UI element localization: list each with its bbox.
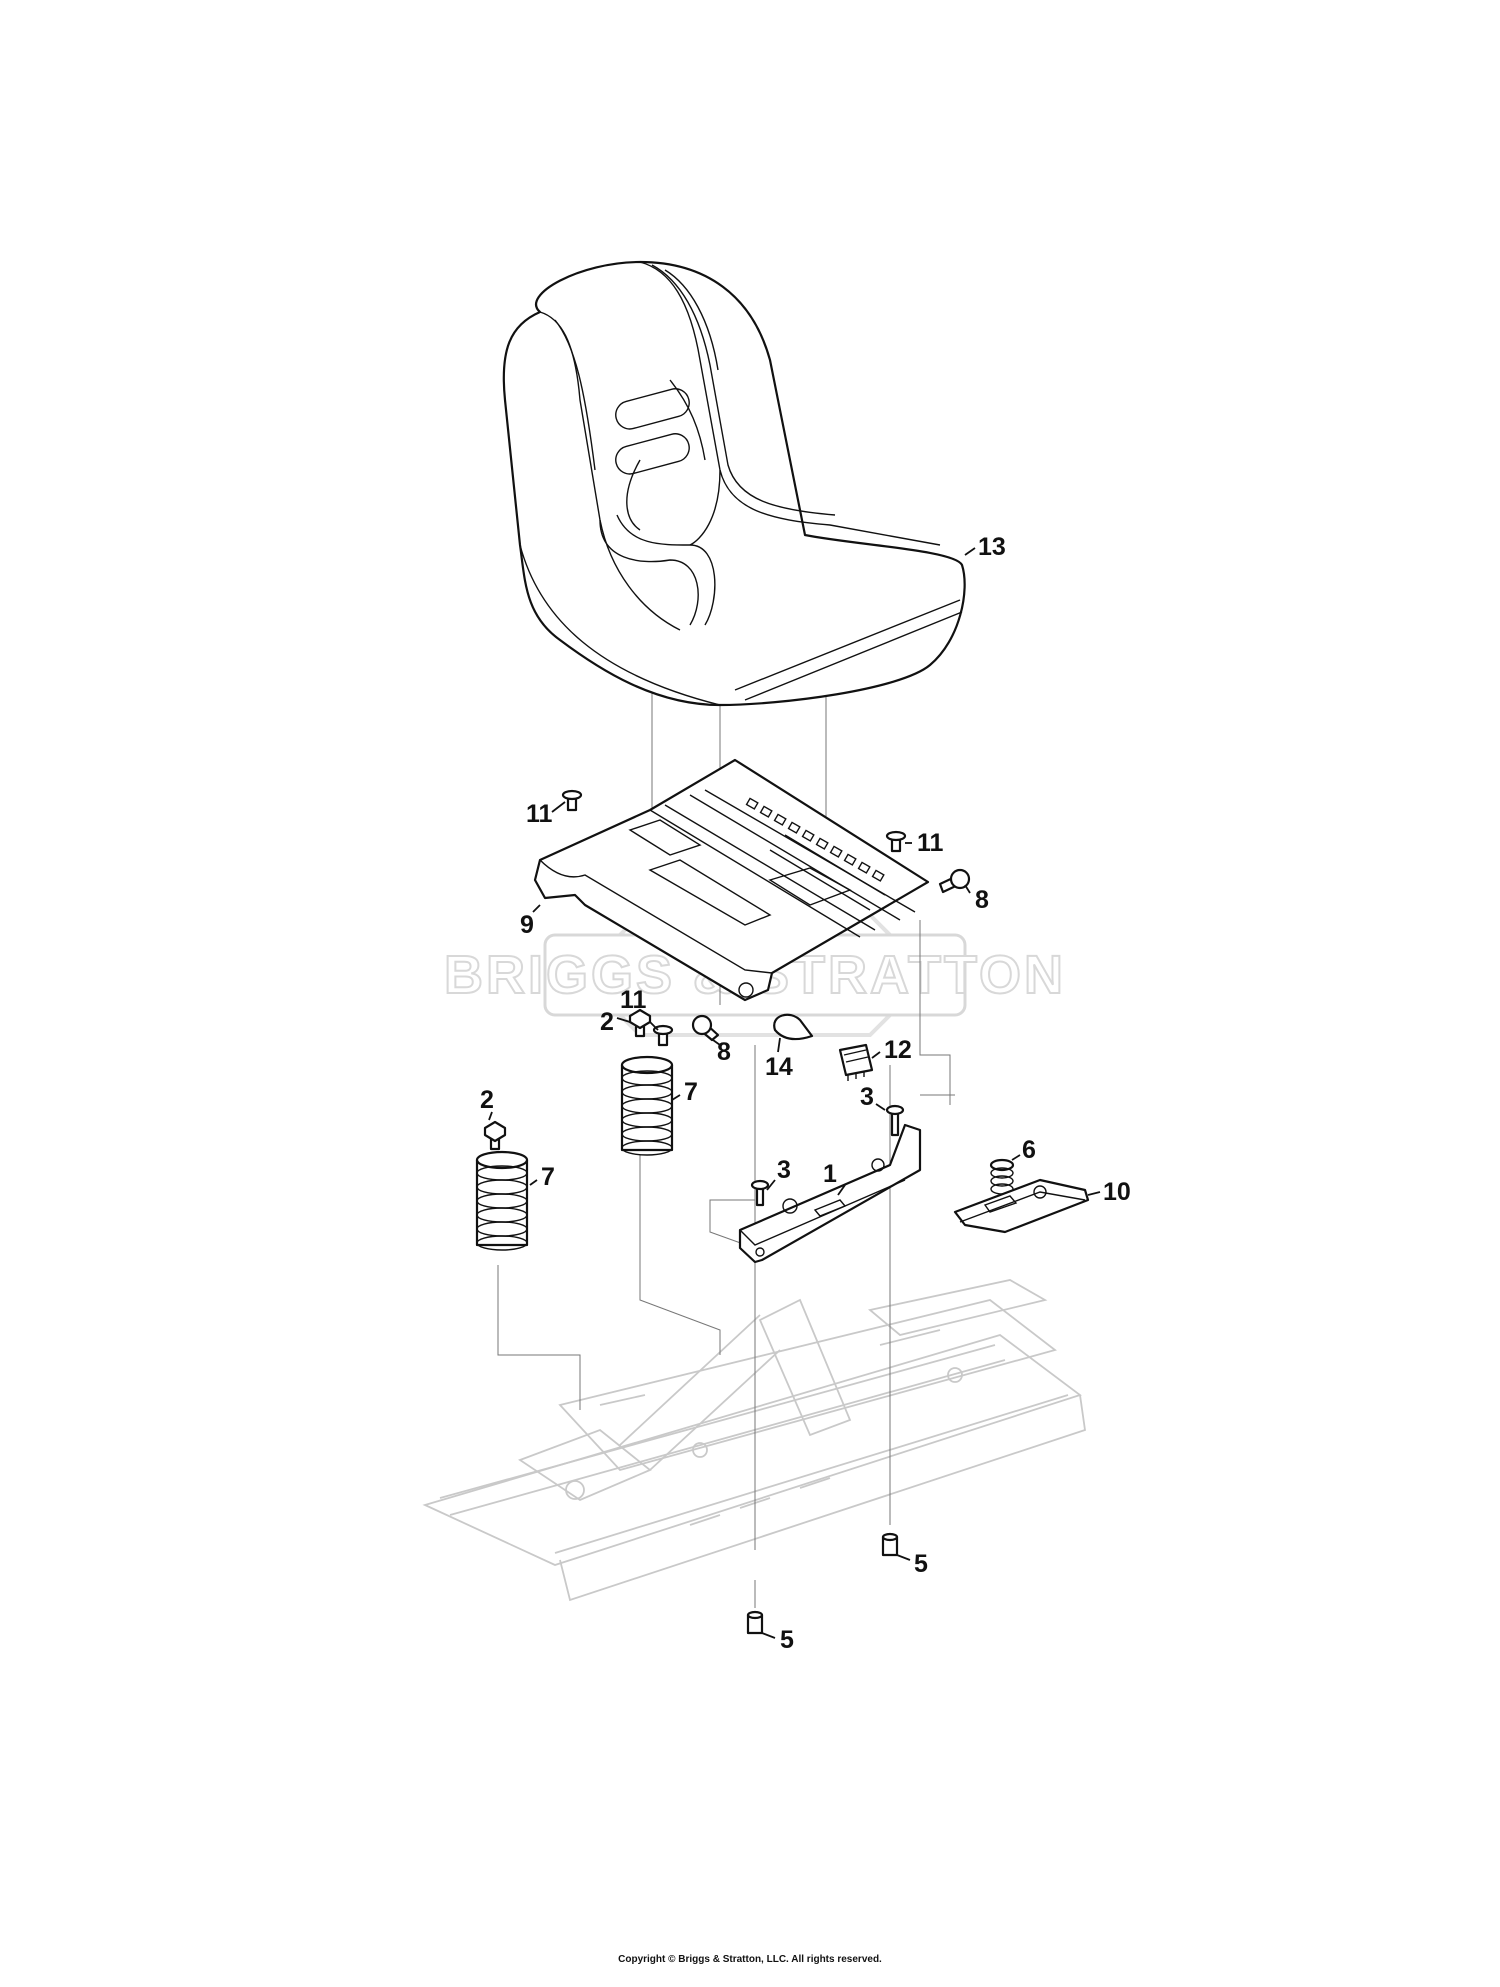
bolt-part-8-lower: [691, 1014, 720, 1042]
callout-6: 6: [1022, 1136, 1036, 1164]
clip-part-14: [773, 1013, 814, 1041]
callout-2-upper: 2: [600, 1008, 614, 1036]
plate-part-10: [953, 1178, 1090, 1234]
nut-part-5-left: [746, 1610, 764, 1635]
callout-1: 1: [823, 1160, 837, 1188]
nut-part-5-right: [881, 1532, 899, 1557]
spring-part-7-upper: [620, 1055, 674, 1156]
callout-3-left: 3: [777, 1156, 791, 1184]
bolt-part-8-right: [938, 868, 971, 894]
callout-leaders: [488, 547, 1101, 1639]
switch-part-12: [838, 1043, 874, 1081]
callout-7-upper: 7: [684, 1078, 698, 1106]
callout-5-right: 5: [914, 1550, 928, 1578]
bolt-part-2-upper: [628, 1008, 652, 1038]
callout-5-left: 5: [780, 1626, 794, 1654]
copyright-notice: Copyright © Briggs & Stratton, LLC. All …: [618, 1954, 882, 1965]
seat-part-13: [502, 260, 966, 707]
screw-part-11-right: [885, 830, 907, 853]
seat-pan-part-9: [533, 758, 930, 1002]
pin-part-3-left: [750, 1179, 770, 1207]
callout-8-lower: 8: [717, 1038, 731, 1066]
callout-10: 10: [1103, 1178, 1131, 1206]
screw-part-11-lower: [652, 1024, 674, 1047]
screw-part-11-upper: [561, 789, 583, 812]
callout-7-lower: 7: [541, 1163, 555, 1191]
callout-8-right: 8: [975, 886, 989, 914]
pin-part-3-right: [885, 1104, 905, 1137]
callout-14: 14: [765, 1053, 793, 1081]
seat-pan-slots: [745, 797, 885, 882]
callout-13: 13: [978, 533, 1006, 561]
spring-part-6: [989, 1158, 1015, 1195]
spring-part-7-lower: [475, 1150, 529, 1251]
callout-3-right: 3: [860, 1083, 874, 1111]
callout-labels: 13 11 11 8 9 11 2 8 14 12 7 2 7 3 3 1 6 …: [480, 533, 1131, 1654]
bracket-part-1: [738, 1123, 922, 1264]
callout-9: 9: [520, 911, 534, 939]
callout-11-lower: 11: [620, 986, 647, 1014]
bolt-part-2-lower: [483, 1120, 507, 1151]
callout-11-upper: 11: [526, 800, 553, 828]
callout-12: 12: [884, 1036, 912, 1064]
callout-2-lower: 2: [480, 1086, 494, 1114]
callout-11-right: 11: [917, 829, 944, 857]
